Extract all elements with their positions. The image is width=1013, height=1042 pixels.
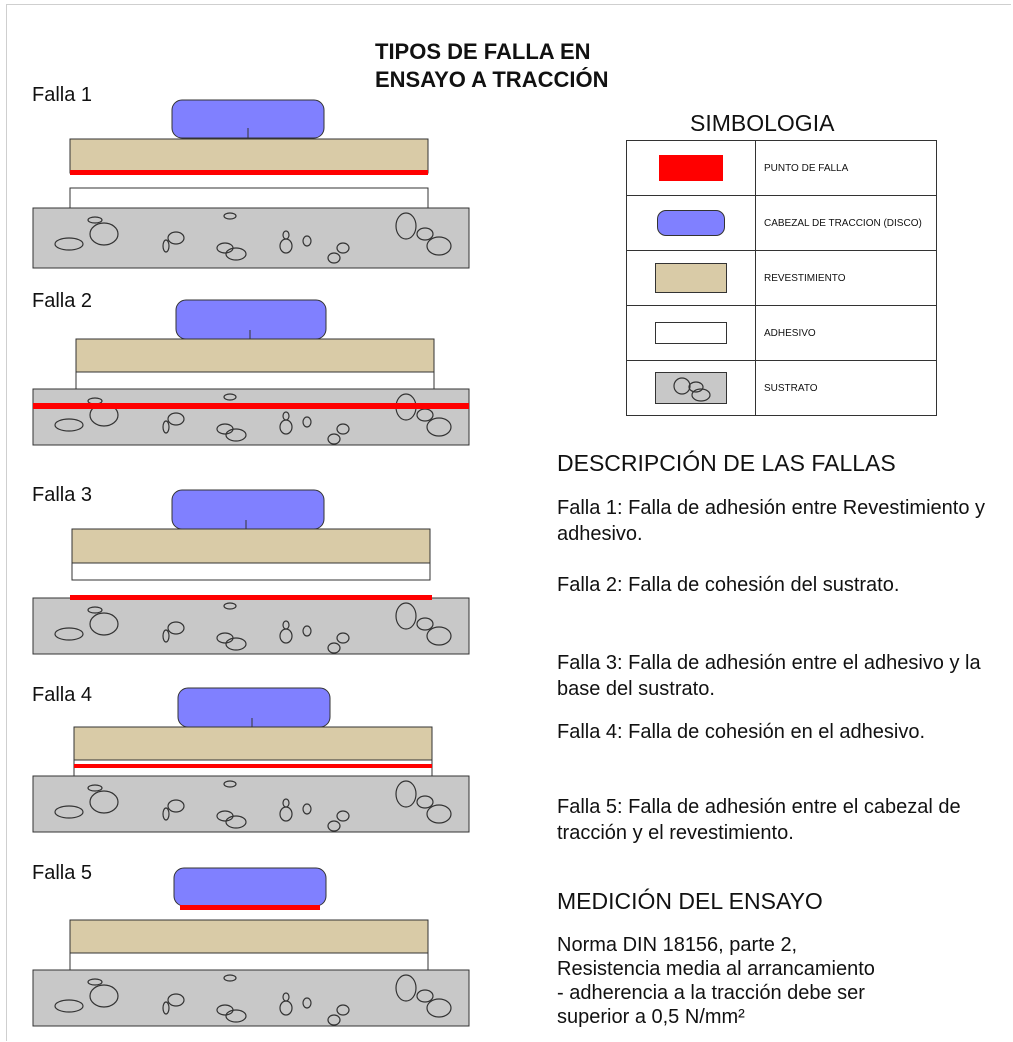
measurement-line: - adherencia a la tracción debe ser [557,982,865,1004]
pull-disc-3 [171,489,325,530]
failure-line-2 [33,403,469,409]
title-line-2: ENSAYO A TRACCIÓN [375,67,609,92]
legend-label: SUSTRATO [755,360,937,416]
falla-1-diagram [32,99,470,269]
measurement-title: MEDICIÓN DEL ENSAYO [557,888,823,914]
failure-line-5 [180,905,320,910]
legend-label: ADHESIVO [755,305,937,361]
description-falla-2: Falla 2: Falla de cohesión del sustrato. [557,574,900,596]
falla-2-diagram [32,299,470,446]
substrate-5 [32,969,470,1027]
substrate-1 [32,207,470,269]
legend-row-failure-point: PUNTO DE FALLA [626,140,937,196]
coating-3 [71,528,431,564]
substrate-4 [32,775,470,833]
description-falla-3: Falla 3: Falla de adhesión entre el adhe… [557,652,981,700]
falla-4-diagram [32,687,470,833]
adhesive-3 [71,562,431,581]
legend-label: CABEZAL DE TRACCION (DISCO) [755,195,937,251]
pull-disc-swatch [657,210,725,236]
pull-disc-5 [173,867,327,907]
falla-4-label: Falla 4 [32,684,93,706]
failure-line-3 [70,595,432,600]
coating-5 [69,919,429,954]
measurement-line: superior a 0,5 N/mm² [557,1006,745,1028]
legend-title: SIMBOLOGIA [690,110,835,136]
legend-row-substrate: SUSTRATO [626,360,937,416]
coating-1 [69,138,429,174]
pull-disc-2 [175,299,327,340]
legend-table: PUNTO DE FALLA CABEZAL DE TRACCION (DISC… [626,140,937,416]
coating-swatch [655,263,727,293]
adhesive-5 [69,952,429,971]
legend-row-coating: REVESTIMIENTO [626,250,937,306]
adhesive-swatch [655,322,727,344]
falla-5-label: Falla 5 [32,862,93,884]
figure-title: TIPOS DE FALLA EN ENSAYO A TRACCIÓN [375,38,608,94]
substrate-swatch [655,372,727,404]
falla-2-label: Falla 2 [32,290,93,312]
coating-2 [75,338,435,373]
failure-diagrams [32,99,470,1027]
legend-row-adhesive: ADHESIVO [626,305,937,361]
description-falla-5: Falla 5: Falla de adhesión entre el cabe… [557,796,961,844]
substrate-3 [32,597,470,655]
failure-point-swatch [659,155,723,181]
adhesive-1 [69,187,429,209]
falla-3-label: Falla 3 [32,484,93,506]
pull-disc-4 [177,687,331,728]
description-falla-4: Falla 4: Falla de cohesión en el adhesiv… [557,721,926,743]
title-line-1: TIPOS DE FALLA EN [375,39,591,64]
substrate-2 [32,388,470,446]
measurement-line: Resistencia media al arrancamiento [557,958,875,980]
coating-4 [73,726,433,761]
failure-line-4 [74,764,432,768]
falla-3-diagram [32,489,470,655]
legend-label: REVESTIMIENTO [755,250,937,306]
figure-frame [6,4,1011,1041]
pebbles-icon [673,377,711,402]
legend-label: PUNTO DE FALLA [755,140,937,196]
legend-row-pull-disc: CABEZAL DE TRACCION (DISCO) [626,195,937,251]
falla-1-label: Falla 1 [32,84,93,106]
adhesive-2 [75,371,435,390]
measurement-text: Norma DIN 18156, parte 2, Resistencia me… [557,933,1007,1029]
description-title: DESCRIPCIÓN DE LAS FALLAS [557,450,896,476]
measurement-line: Norma DIN 18156, parte 2, [557,934,798,956]
failure-line-1 [70,170,428,175]
falla-5-diagram [32,867,470,1027]
description-falla-1: Falla 1: Falla de adhesión entre Revesti… [557,497,986,545]
